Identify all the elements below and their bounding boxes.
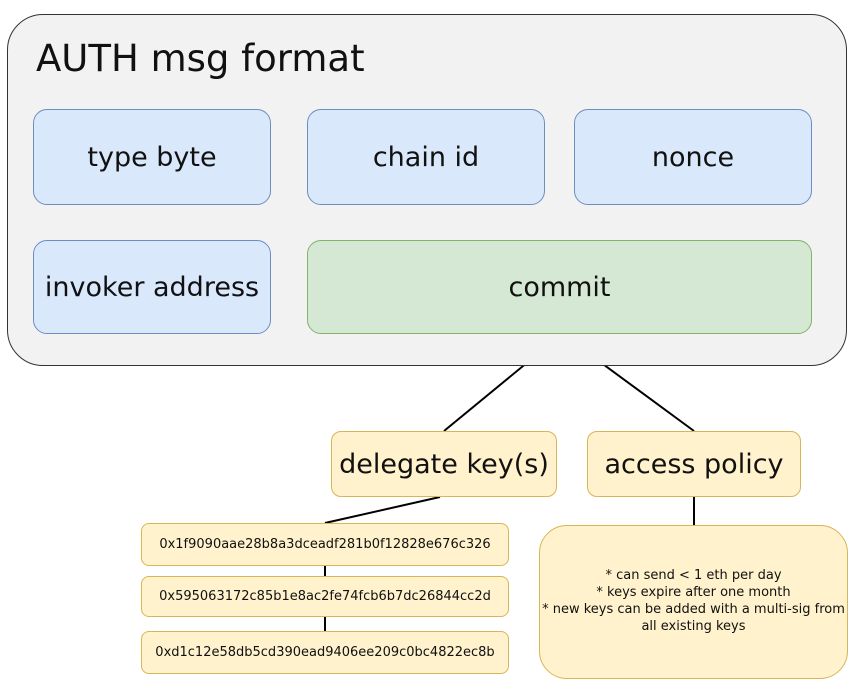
policy-line-4: all existing keys <box>641 618 746 634</box>
type-byte-field: type byte <box>33 109 271 205</box>
access-policy-node: access policy <box>587 431 801 497</box>
delegate-key-2: 0x595063172c85b1e8ac2fe74fcb6b7dc26844cc… <box>141 576 509 617</box>
delegate-keys-node: delegate key(s) <box>331 431 557 497</box>
invoker-address-field: invoker address <box>33 240 271 334</box>
nonce-field: nonce <box>574 109 812 205</box>
access-policy-rules: * can send < 1 eth per day * keys expire… <box>539 525 848 679</box>
policy-line-1: * can send < 1 eth per day <box>605 568 782 584</box>
commit-field: commit <box>307 240 812 334</box>
delegate-to-keys-line <box>324 496 441 524</box>
delegate-key-3: 0xd1c12e58db5cd390ead9406ee209c0bc4822ec… <box>141 631 509 674</box>
policy-line-2: * keys expire after one month <box>596 585 791 601</box>
policy-line-3: * new keys can be added with a multi-sig… <box>542 602 845 617</box>
diagram-title: AUTH msg format <box>36 37 365 80</box>
chain-id-field: chain id <box>307 109 545 205</box>
delegate-key-1: 0x1f9090aae28b8a3dceadf281b0f12828e676c3… <box>141 523 509 566</box>
